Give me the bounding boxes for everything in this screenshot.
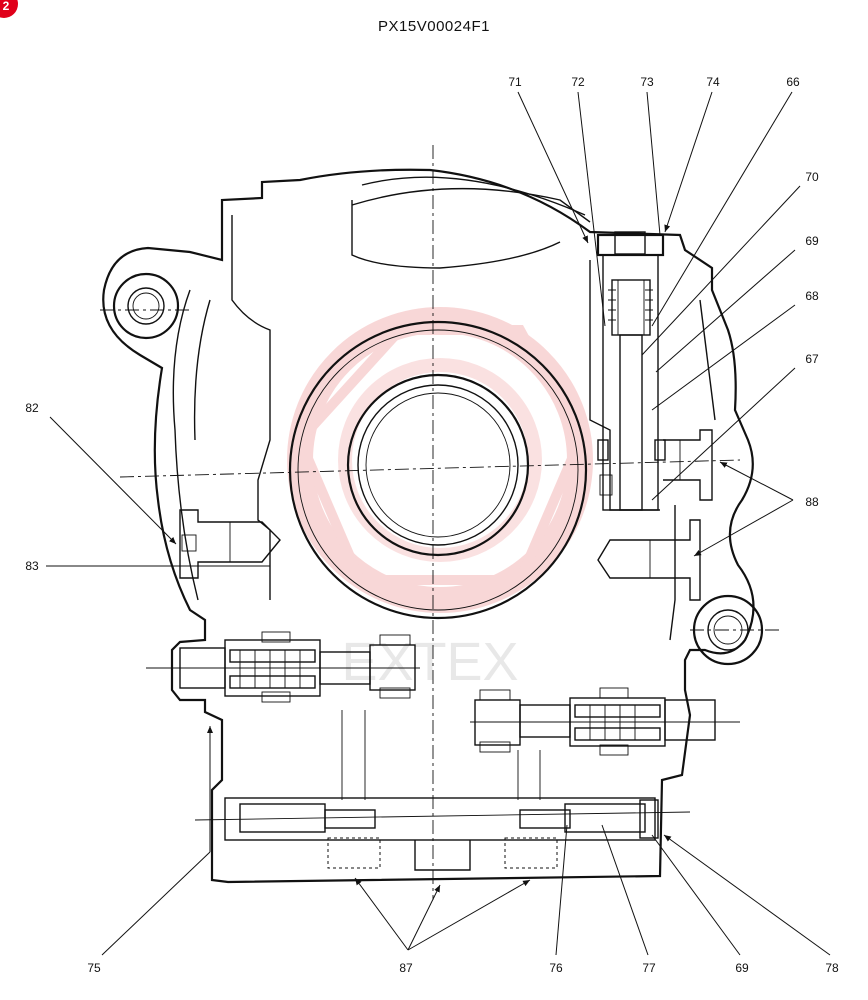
callout-labels: 71 72 73 74 66 70 69 68 67 88 82 83 75 8… <box>25 75 839 975</box>
mounting-boss-left <box>112 272 180 340</box>
regulator-valve-assembly <box>596 231 713 511</box>
callout-69-bottom: 69 <box>735 961 749 975</box>
callout-78: 78 <box>825 961 839 975</box>
center-bore <box>288 320 588 620</box>
page-badge: 2 <box>0 0 18 18</box>
callout-72: 72 <box>571 75 585 89</box>
axis-lines <box>146 667 740 821</box>
callout-88: 88 <box>805 495 819 509</box>
callout-71: 71 <box>508 75 522 89</box>
callout-67: 67 <box>805 352 819 366</box>
plug-left <box>179 509 281 579</box>
callout-73: 73 <box>640 75 654 89</box>
plug-right-lower <box>597 519 701 601</box>
callout-77: 77 <box>642 961 656 975</box>
pump-housing <box>102 168 755 884</box>
watermark-text: EXTEX <box>341 632 518 692</box>
leader-lines <box>46 91 831 956</box>
callout-68: 68 <box>805 289 819 303</box>
spool-valve-right <box>474 687 716 756</box>
callout-74: 74 <box>706 75 720 89</box>
callout-76: 76 <box>549 961 563 975</box>
part-number-title: PX15V00024F1 <box>378 18 490 35</box>
callout-75: 75 <box>87 961 101 975</box>
callout-87: 87 <box>399 961 413 975</box>
callout-70: 70 <box>805 170 819 184</box>
bottom-spool <box>224 710 659 871</box>
callout-83: 83 <box>25 559 39 573</box>
mounting-boss-right <box>692 594 764 666</box>
callout-82: 82 <box>25 401 39 415</box>
callout-66: 66 <box>786 75 800 89</box>
center-lines <box>100 145 780 900</box>
callout-69-top: 69 <box>805 234 819 248</box>
